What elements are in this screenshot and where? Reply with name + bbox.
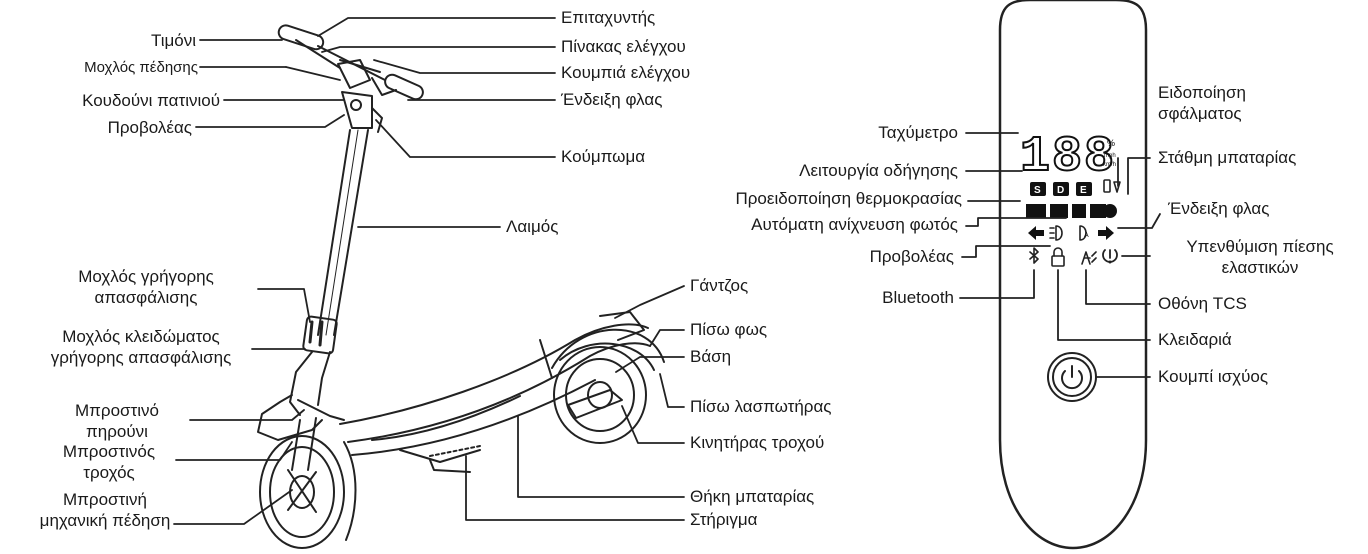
speed-digits: 188	[1020, 129, 1116, 186]
label-handlebar: Τιμόνι	[150, 31, 196, 50]
label-auto-light: Αυτόματη ανίχνευση φωτός	[751, 215, 958, 234]
label-control-buttons: Κουμπιά ελέγχου	[561, 63, 691, 82]
speed-unit-percent: %	[1107, 138, 1115, 148]
auto-light-icon: A	[1079, 225, 1089, 241]
handlebar-shape	[277, 24, 424, 101]
label-stem: Λαιμός	[506, 217, 559, 236]
power-icon	[1047, 352, 1097, 402]
label-bell: Κουδούνι πατινιού	[82, 91, 220, 110]
label-front-fork: Μπροστινό πηρούνι	[75, 401, 159, 441]
rear-wheel-shape	[539, 311, 665, 444]
bluetooth-icon	[1029, 247, 1039, 264]
headlight-icon	[1049, 225, 1063, 241]
scooter-drawing	[257, 24, 665, 549]
label-dash-turn-signal: Ένδειξη φλας	[1168, 199, 1270, 218]
label-tire-pressure: Υπενθύμιση πίεσης ελαστικών	[1186, 237, 1334, 277]
turn-arrows	[1028, 226, 1114, 240]
label-base: Βάση	[690, 347, 732, 366]
scooter-leaders-right	[317, 17, 685, 521]
front-fork-shape	[257, 351, 345, 471]
label-lock: Κλειδαριά	[1158, 330, 1232, 349]
battery-level-icon	[1103, 179, 1121, 193]
tcs-icon	[1081, 251, 1097, 265]
label-speedometer: Ταχύμετρο	[878, 123, 958, 142]
label-turn-signal: Ένδειξη φλας	[561, 90, 663, 109]
turn-right-icon	[1098, 226, 1114, 240]
label-kickstand: Στήριγμα	[690, 510, 758, 529]
mode-boxes	[1030, 182, 1092, 196]
label-throttle: Επιταχυντής	[561, 8, 656, 27]
stem-head-shape	[341, 91, 383, 133]
label-dashboard: Πίνακας ελέγχου	[561, 37, 686, 56]
front-wheel-shape	[259, 435, 357, 549]
label-quick-release-lock-lever: Μοχλός κλειδώματος γρήγορης απασφάλισης	[50, 327, 232, 367]
label-rear-fender: Πίσω λασπωτήρας	[690, 397, 832, 416]
label-front-brake: Μπροστινή μηχανική πέδηση	[39, 490, 171, 530]
label-dash-headlight: Προβολέας	[869, 247, 954, 266]
label-front-wheel: Μπροστινός τροχός	[62, 442, 156, 482]
label-battery-level: Στάθμη μπαταρίας	[1158, 148, 1297, 167]
label-tcs-display: Οθόνη TCS	[1158, 294, 1247, 313]
speed-unit-mph: mph	[1104, 153, 1116, 159]
tire-pressure-icon	[1102, 249, 1118, 264]
stem-shape	[302, 129, 369, 355]
lock-icon	[1051, 247, 1065, 267]
label-power-button: Κουμπί ισχύος	[1158, 367, 1269, 386]
mode-s: S	[1034, 185, 1041, 196]
label-tail-light: Πίσω φως	[690, 320, 768, 339]
label-headlight: Προβολέας	[107, 118, 192, 137]
label-drive-mode: Λειτουργία οδήγησης	[799, 161, 958, 180]
turn-left-icon	[1028, 226, 1044, 240]
scooter-leaders-left	[173, 39, 345, 525]
mode-d: D	[1057, 185, 1064, 196]
label-quick-release-lever: Μοχλός γρήγορης απασφάλισης	[78, 267, 214, 307]
label-hook: Γάντζος	[690, 276, 749, 295]
dashboard-leaders	[959, 132, 1161, 378]
kickstand-shape	[429, 459, 471, 473]
battery-bar-shape	[1026, 204, 1117, 218]
label-bluetooth: Bluetooth	[882, 288, 954, 307]
label-error-notice: Ειδοποίηση σφάλματος	[1158, 83, 1246, 123]
label-hub-motor: Κινητήρας τροχού	[690, 433, 825, 452]
label-clasp: Κούμπωμα	[561, 147, 646, 166]
label-brake-lever: Μοχλός πέδησης	[84, 59, 198, 76]
label-battery-case: Θήκη μπαταρίας	[690, 487, 815, 506]
speed-unit-kmh: km/h	[1103, 162, 1116, 168]
svg-text:A: A	[1084, 232, 1089, 239]
label-temp-warning: Προειδοποίηση θερμοκρασίας	[735, 189, 962, 208]
mode-e: E	[1080, 185, 1087, 196]
dashboard-panel-shape	[998, 0, 1148, 550]
